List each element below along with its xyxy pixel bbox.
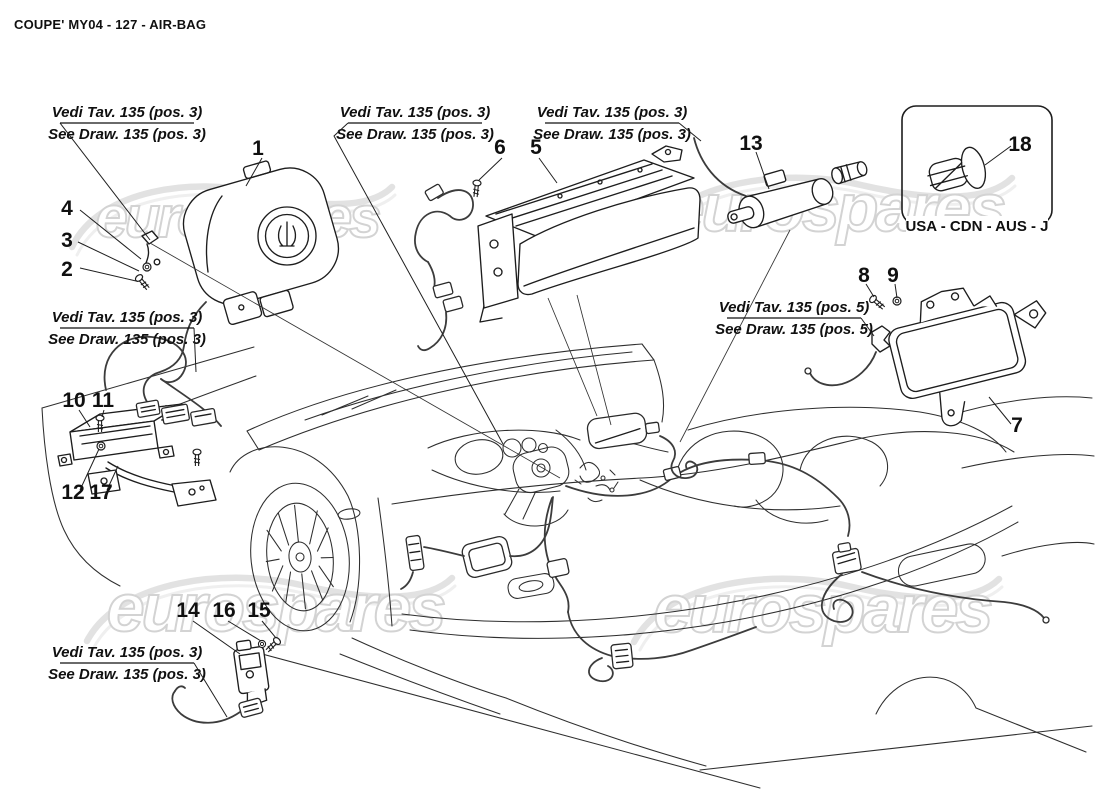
- front-sensor-connector: [405, 534, 425, 572]
- part-5-passenger-airbag-module: [414, 145, 701, 352]
- note-line-english: See Draw. 135 (pos. 3): [48, 331, 206, 348]
- note-line-italian: Vedi Tav. 135 (pos. 3): [340, 104, 491, 121]
- airbag-wiring-harness: [400, 412, 1050, 683]
- note-line-italian: Vedi Tav. 135 (pos. 3): [52, 644, 203, 661]
- callout-1[interactable]: 1: [252, 137, 264, 160]
- part-14-crash-sensor: [171, 635, 283, 724]
- part-9-washer: [892, 296, 902, 306]
- callout-4[interactable]: 4: [61, 197, 73, 220]
- part-13-key-switch: [693, 137, 868, 229]
- callout-13[interactable]: 13: [739, 132, 762, 155]
- callout-10[interactable]: 10: [62, 389, 85, 412]
- callout-7[interactable]: 7: [1011, 414, 1023, 437]
- callout-14[interactable]: 14: [176, 599, 200, 622]
- door-handle: [507, 573, 555, 599]
- part-10-airbag-ecu: [57, 335, 222, 507]
- part-4-nut: [153, 258, 161, 266]
- callout-5[interactable]: 5: [530, 136, 542, 159]
- ref-note-top-middle: Vedi Tav. 135 (pos. 3) See Draw. 135 (po…: [333, 104, 504, 445]
- door-module: [461, 535, 513, 579]
- callout-11[interactable]: 11: [92, 389, 115, 412]
- note-line-english: See Draw. 135 (pos. 3): [48, 666, 206, 683]
- callout-18[interactable]: 18: [1008, 133, 1032, 156]
- rear-crash-sensor: [831, 542, 862, 575]
- callout-8[interactable]: 8: [858, 264, 870, 287]
- note-line-english: See Draw. 135 (pos. 3): [533, 126, 691, 143]
- part-18-clip: [927, 146, 987, 192]
- ref-note-top-right: Vedi Tav. 135 (pos. 3) See Draw. 135 (po…: [533, 104, 702, 143]
- market-variant-label: USA - CDN - AUS - J: [905, 218, 1048, 235]
- callout-9[interactable]: 9: [887, 264, 899, 287]
- note-line-italian: Vedi Tav. 135 (pos. 3): [537, 104, 688, 121]
- part-16-washer: [257, 639, 267, 649]
- watermark-bottom-left: eurospares: [83, 569, 457, 651]
- watermark-text-3: eurospares: [107, 570, 445, 646]
- ecu-harness-loop: [103, 335, 222, 427]
- callout-15[interactable]: 15: [247, 599, 271, 622]
- part-13-cylinder: [831, 161, 868, 185]
- callout-12[interactable]: 12: [61, 481, 84, 504]
- callout-2[interactable]: 2: [61, 258, 73, 281]
- airbag-connector-cable: [414, 183, 474, 352]
- ref-note-mid-right: Vedi Tav. 135 (pos. 5) See Draw. 135 (po…: [715, 299, 875, 338]
- installed-airbag-module: [586, 412, 660, 450]
- sensor-connector: [238, 697, 264, 718]
- note-line-english: See Draw. 135 (pos. 5): [715, 321, 873, 338]
- part-2-screw: [133, 272, 152, 292]
- part-3-washer: [142, 262, 152, 272]
- callout-6[interactable]: 6: [494, 136, 506, 159]
- part-6-screw: [470, 179, 482, 198]
- watermark-bottom-right: eurospares: [630, 570, 1004, 652]
- sensor-bracket-pos5: [804, 325, 891, 387]
- callout-leader-lines: [77, 145, 1012, 655]
- diagram-title: COUPE' MY04 - 127 - AIR-BAG: [14, 17, 206, 32]
- part-12-washer: [96, 441, 106, 451]
- note-line-english: See Draw. 135 (pos. 3): [48, 126, 206, 143]
- car-body-outline: [41, 343, 1095, 789]
- note-line-english: See Draw. 135 (pos. 3): [336, 126, 494, 143]
- ref-note-bottom-left: Vedi Tav. 135 (pos. 3) See Draw. 135 (po…: [48, 644, 228, 718]
- note-line-italian: Vedi Tav. 135 (pos. 5): [719, 299, 870, 316]
- watermark-text-4: eurospares: [654, 571, 992, 647]
- callout-16[interactable]: 16: [212, 599, 235, 622]
- callout-17[interactable]: 17: [89, 481, 112, 504]
- maserati-trident-emblem: [257, 206, 317, 266]
- market-variant-box: USA - CDN - AUS - J: [901, 105, 1053, 236]
- note-line-italian: Vedi Tav. 135 (pos. 3): [52, 104, 203, 121]
- ref-note-top-left: Vedi Tav. 135 (pos. 3) See Draw. 135 (po…: [48, 104, 206, 241]
- callout-numbers: 1 2 3 4 5 6 7 8 9 10 11 12 13 14 15 16 1…: [61, 132, 1032, 622]
- sill-connector: [610, 642, 634, 670]
- part-7-control-unit: [804, 287, 1047, 427]
- ref-note-mid-left: Vedi Tav. 135 (pos. 3) See Draw. 135 (po…: [48, 309, 206, 373]
- part-8-screw: [867, 293, 887, 312]
- dashboard: [427, 419, 669, 527]
- part-17-bracket: [87, 448, 217, 507]
- front-wheel: [250, 482, 350, 632]
- note-line-italian: Vedi Tav. 135 (pos. 3): [52, 309, 203, 326]
- callout-3[interactable]: 3: [61, 229, 73, 252]
